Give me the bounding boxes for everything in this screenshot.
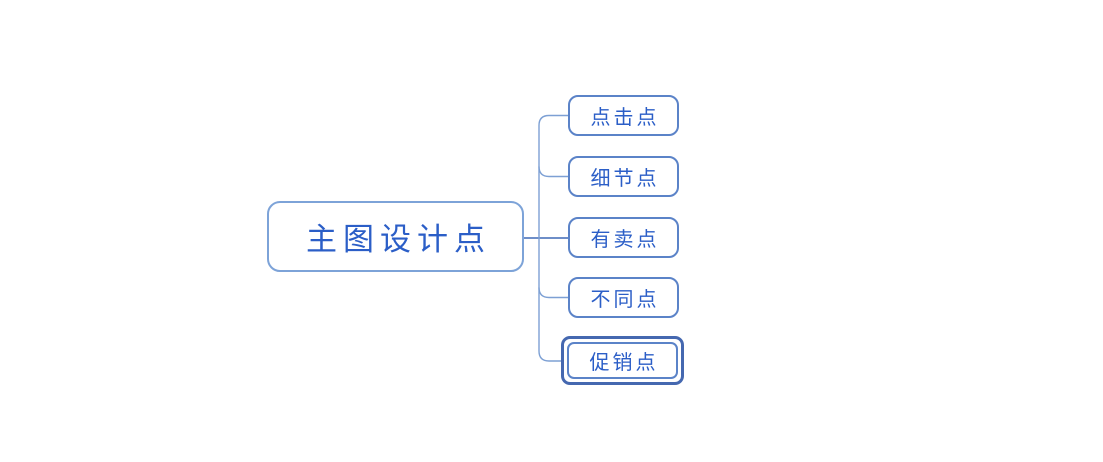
child-node-label: 不同点: [590, 289, 660, 311]
connector-branch-4: [538, 287, 568, 299]
child-node-selling-point[interactable]: 有卖点: [568, 217, 679, 258]
child-node-click-point[interactable]: 点击点: [568, 95, 679, 136]
child-node-label: 有卖点: [590, 229, 660, 251]
selected-node-outline[interactable]: 促销点: [561, 336, 684, 385]
child-node-label: 促销点: [589, 352, 659, 374]
root-node-label: 主图设计点: [306, 222, 491, 257]
connector-branch-2: [538, 166, 568, 178]
child-node-promotion-point[interactable]: 促销点: [567, 342, 678, 379]
child-node-difference-point[interactable]: 不同点: [568, 277, 679, 318]
child-node-label: 细节点: [590, 168, 660, 190]
root-node[interactable]: 主图设计点: [267, 201, 524, 272]
child-node-label: 点击点: [590, 107, 660, 129]
child-node-detail-point[interactable]: 细节点: [568, 156, 679, 197]
connector-trunk: [538, 114, 568, 362]
